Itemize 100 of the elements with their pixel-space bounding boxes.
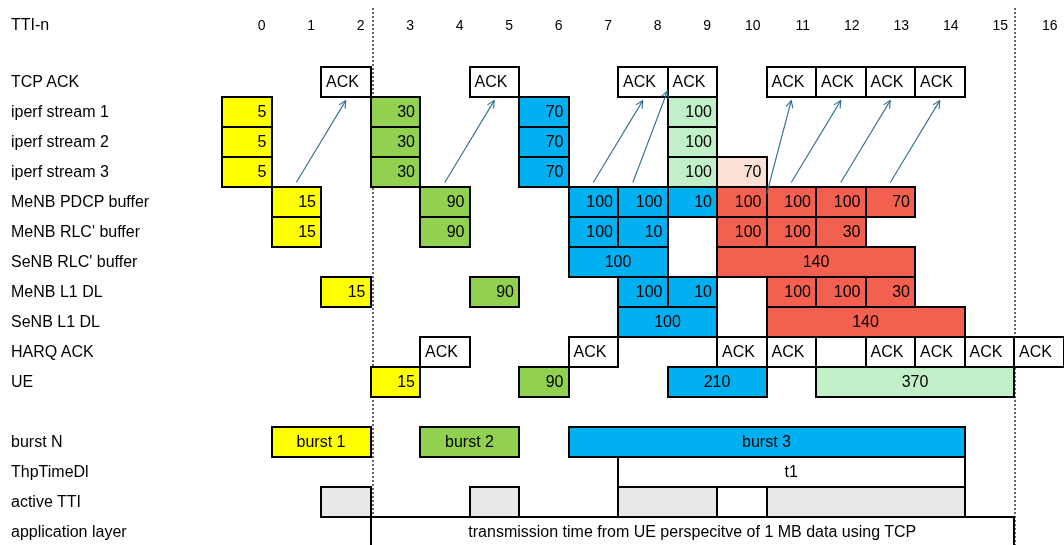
ack-box: ACK bbox=[765, 66, 817, 98]
row-label: MeNB RLC' buffer bbox=[11, 222, 141, 242]
data-block: 100 bbox=[617, 186, 669, 218]
data-block: 100 bbox=[815, 186, 867, 218]
data-block: 100 bbox=[765, 276, 817, 308]
tti-number: 13 bbox=[892, 16, 909, 35]
ack-box: ACK bbox=[765, 336, 817, 368]
transmission-time-span: transmission time from UE perspecitve of 1 MB data using TCP bbox=[369, 516, 1015, 545]
ack-box: ACK bbox=[617, 66, 669, 98]
burst-bar: burst 1 bbox=[270, 426, 372, 458]
data-block: 30 bbox=[369, 126, 421, 158]
data-block: 15 bbox=[369, 366, 421, 398]
axis-title: TTI-n bbox=[11, 15, 50, 35]
tti-number: 4 bbox=[454, 16, 464, 35]
data-block: 100 bbox=[567, 186, 619, 218]
arrow bbox=[840, 100, 891, 184]
row-label: UE bbox=[11, 372, 34, 392]
data-block: 70 bbox=[716, 156, 768, 188]
data-block: 100 bbox=[666, 126, 718, 158]
data-block: 90 bbox=[419, 186, 471, 218]
tti-number: 11 bbox=[794, 16, 810, 35]
data-block: 30 bbox=[369, 96, 421, 128]
ack-box: ACK bbox=[666, 66, 718, 98]
ack-box: ACK bbox=[914, 66, 966, 98]
data-block: 100 bbox=[567, 246, 669, 278]
tti-number: 2 bbox=[355, 16, 365, 35]
arrow bbox=[790, 100, 842, 184]
data-block: 100 bbox=[666, 96, 718, 128]
tti-number: 3 bbox=[405, 16, 414, 35]
data-block: 70 bbox=[864, 186, 916, 218]
data-block: 10 bbox=[666, 276, 718, 308]
data-block: 100 bbox=[716, 186, 768, 218]
tti-number: 7 bbox=[603, 16, 612, 35]
ack-box: ACK bbox=[567, 336, 619, 368]
data-block: 100 bbox=[716, 216, 768, 248]
arrow bbox=[444, 100, 495, 184]
burst-bar: burst 2 bbox=[419, 426, 520, 458]
row-label: SeNB RLC' buffer bbox=[11, 252, 138, 272]
data-block: 10 bbox=[666, 186, 718, 218]
active-tti-bar bbox=[765, 486, 966, 518]
data-block: 210 bbox=[666, 366, 768, 398]
row-label: TCP ACK bbox=[11, 72, 80, 92]
ack-box: ACK bbox=[1013, 336, 1064, 368]
arrow bbox=[295, 100, 347, 184]
row-label: iperf stream 1 bbox=[11, 102, 109, 122]
data-block: 70 bbox=[518, 96, 570, 128]
row-label: iperf stream 3 bbox=[11, 162, 109, 182]
data-block: 100 bbox=[666, 156, 718, 188]
tti-number: 12 bbox=[842, 16, 860, 35]
data-block: 5 bbox=[221, 126, 273, 158]
ack-box: ACK bbox=[320, 66, 372, 98]
time-span-bar: t1 bbox=[617, 456, 966, 488]
data-block: 70 bbox=[518, 156, 570, 188]
arrow bbox=[765, 100, 794, 196]
tti-number: 1 bbox=[306, 16, 315, 35]
data-block: 15 bbox=[270, 216, 322, 248]
data-block: 10 bbox=[617, 216, 669, 248]
tti-number: 14 bbox=[941, 16, 959, 35]
data-block: 100 bbox=[617, 306, 718, 338]
tti-number: 16 bbox=[1040, 16, 1058, 35]
data-block: 140 bbox=[716, 246, 916, 278]
row-label: HARQ ACK bbox=[11, 342, 94, 362]
row-label: application layer bbox=[11, 522, 127, 542]
ack-box: ACK bbox=[419, 336, 471, 368]
data-block: 5 bbox=[221, 96, 273, 128]
data-block: 15 bbox=[320, 276, 372, 308]
data-block: 70 bbox=[518, 126, 570, 158]
row-label: SeNB L1 DL bbox=[11, 312, 100, 332]
data-block: 15 bbox=[270, 186, 322, 218]
burst-bar: burst 3 bbox=[567, 426, 966, 458]
data-block: 100 bbox=[617, 276, 669, 308]
active-tti-bar bbox=[617, 486, 718, 518]
tti-number: 10 bbox=[743, 16, 761, 35]
arrow bbox=[632, 90, 669, 184]
arrow bbox=[592, 100, 644, 184]
data-block: 100 bbox=[567, 216, 619, 248]
data-block: 140 bbox=[765, 306, 966, 338]
tti-number: 8 bbox=[652, 16, 662, 35]
row-label: burst N bbox=[11, 432, 63, 452]
active-tti-bar bbox=[468, 486, 520, 518]
ack-box: ACK bbox=[815, 66, 867, 98]
data-block: 90 bbox=[518, 366, 570, 398]
row-label: active TTI bbox=[11, 492, 81, 512]
tti-number: 15 bbox=[991, 16, 1008, 35]
data-block: 30 bbox=[369, 156, 421, 188]
row-label: iperf stream 2 bbox=[11, 132, 109, 152]
tti-number: 9 bbox=[702, 16, 711, 35]
ack-box: ACK bbox=[864, 66, 916, 98]
tti-number: 5 bbox=[504, 16, 513, 35]
active-tti-bar bbox=[320, 486, 372, 518]
ack-box: ACK bbox=[468, 66, 520, 98]
ack-box: ACK bbox=[716, 336, 768, 368]
tti-number: 0 bbox=[256, 16, 266, 35]
data-block: 90 bbox=[419, 216, 471, 248]
row-label: MeNB L1 DL bbox=[11, 282, 103, 302]
row-label: ThpTimeDl bbox=[11, 462, 89, 482]
data-block: 30 bbox=[815, 216, 867, 248]
tti-number: 6 bbox=[553, 16, 563, 35]
arrow bbox=[889, 100, 941, 184]
data-block: 90 bbox=[468, 276, 520, 308]
